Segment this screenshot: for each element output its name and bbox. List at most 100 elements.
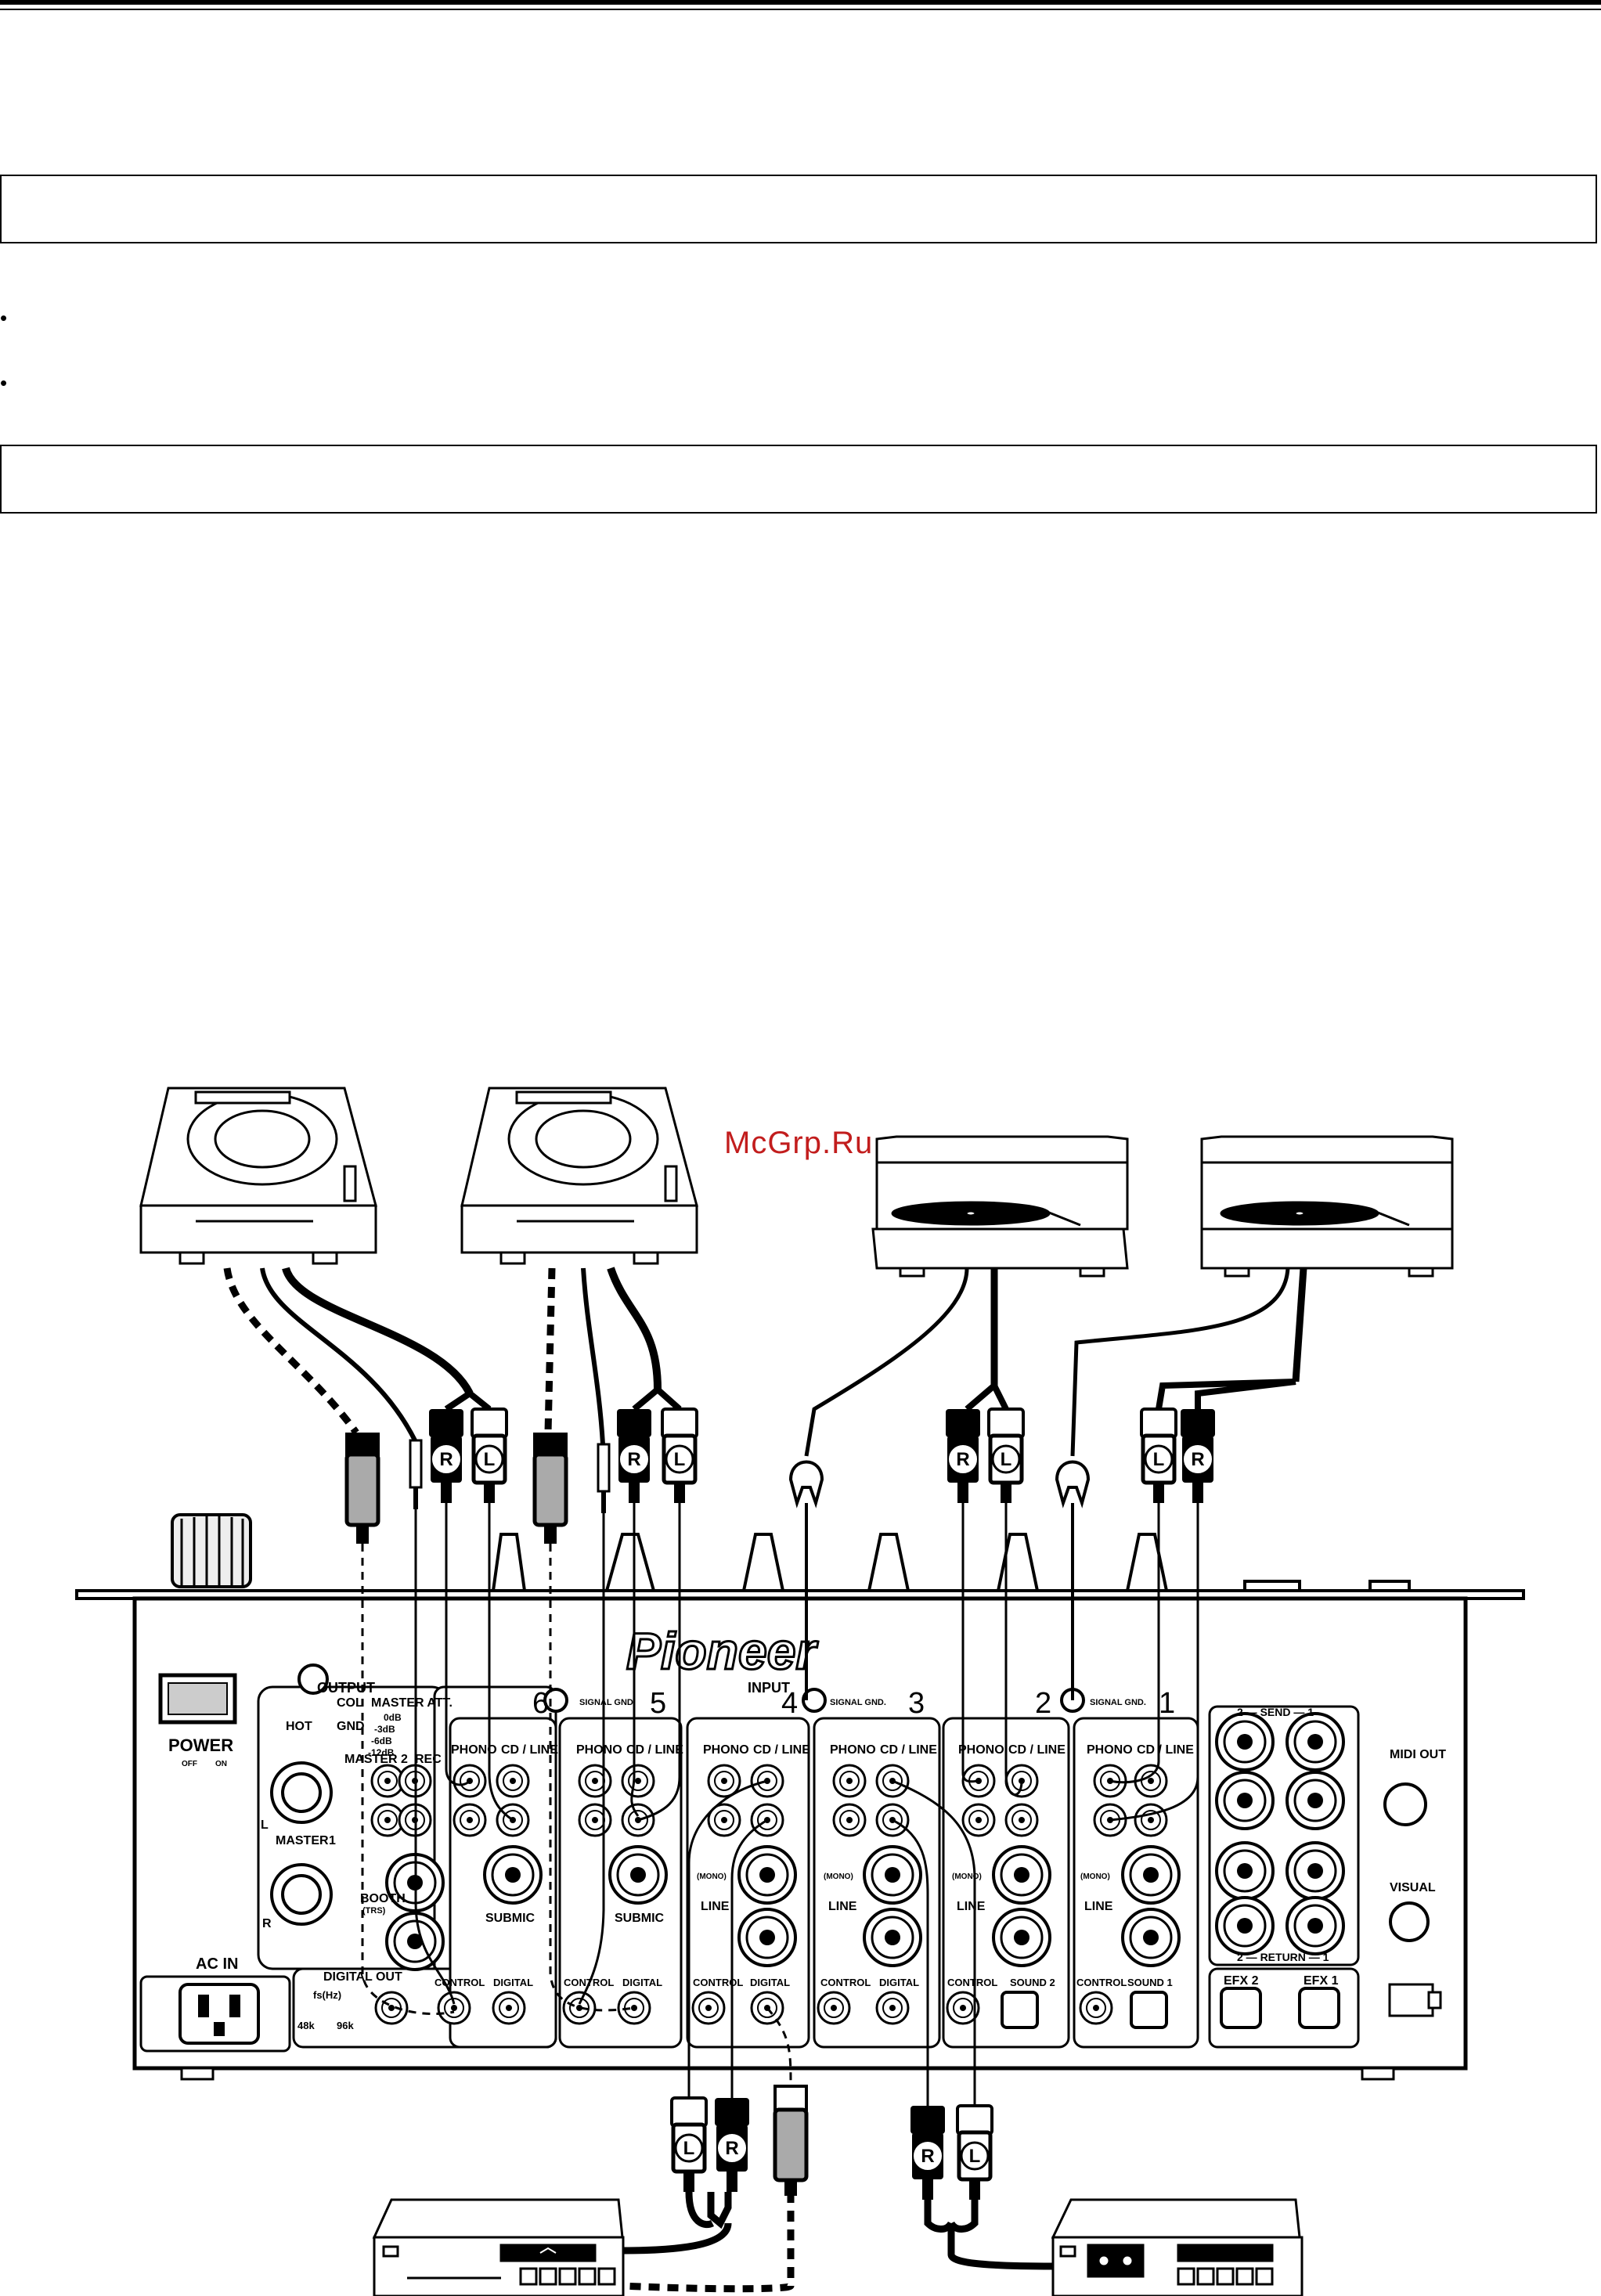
label-phono-5: PHONO (576, 1743, 622, 1757)
label-cdline-1: CD / LINE (1137, 1743, 1194, 1757)
label-power: POWER (168, 1736, 233, 1755)
label-master-att: MASTER ATT. (371, 1696, 453, 1710)
label-efx2: EFX 2 (1224, 1974, 1259, 1988)
channel-number-5: 5 (650, 1687, 666, 1720)
label-booth: BOOTH (360, 1892, 406, 1905)
label-line-2: LINE (957, 1900, 986, 1913)
bullet-1: • (0, 306, 8, 330)
plug-label-r-6: R (921, 2146, 934, 2167)
cd-player-right (460, 1087, 698, 1265)
label-hot: HOT (286, 1720, 312, 1733)
label-col: COL (337, 1696, 363, 1710)
cables-into-panel (361, 1503, 1199, 2016)
label-master1-l: L (261, 1818, 269, 1832)
label-cdline-4: CD / LINE (753, 1743, 810, 1757)
label-cdline-5: CD / LINE (626, 1743, 683, 1757)
channel-number-6: 6 (532, 1687, 549, 1720)
label-digital-6: DIGITAL (493, 1977, 533, 1988)
channel-number-3: 3 (908, 1687, 925, 1720)
channel-number-1: 1 (1159, 1687, 1175, 1720)
label-gnd: GND (337, 1720, 365, 1733)
label-line-3: LINE (828, 1900, 857, 1913)
label-mono-3: (MONO) (824, 1872, 853, 1881)
plug-label-l-1: L (484, 1449, 496, 1470)
plug-label-l-5: L (683, 2138, 695, 2159)
watermark: McGrp.Ru (724, 1126, 874, 1160)
label-digital-3: DIGITAL (879, 1977, 919, 1988)
label-phono-3: PHONO (830, 1743, 876, 1757)
plug-label-r-2: R (627, 1449, 640, 1470)
label-cdline-3: CD / LINE (880, 1743, 937, 1757)
label-line-1: LINE (1084, 1900, 1113, 1913)
cables-bottom (622, 1779, 1054, 2293)
label-att-3: -3dB (374, 1724, 395, 1735)
label-fs-96: 96k (337, 2020, 354, 2031)
plug-label-r-5: R (725, 2138, 738, 2159)
rca-plugs-bottom (672, 2085, 992, 2200)
label-master1-r: R (262, 1917, 272, 1930)
label-sound-2: SOUND 2 (1010, 1977, 1055, 1988)
channel-number-2: 2 (1035, 1687, 1051, 1720)
label-digital-5: DIGITAL (622, 1977, 662, 1988)
plug-label-r-3: R (956, 1449, 969, 1470)
heading-box-1 (0, 175, 1597, 243)
label-cdline-6: CD / LINE (501, 1743, 558, 1757)
label-visual: VISUAL (1390, 1881, 1436, 1894)
label-output: OUTPUT (317, 1680, 375, 1696)
label-power-on: ON (215, 1760, 227, 1768)
label-mono-4: (MONO) (697, 1872, 727, 1881)
plug-label-l-4: L (1153, 1449, 1165, 1470)
top-rule (0, 0, 1601, 10)
label-master1: MASTER (276, 1834, 329, 1847)
label-midi-out: MIDI OUT (1390, 1748, 1446, 1761)
label-phono-1: PHONO (1087, 1743, 1133, 1757)
label-phono-4: PHONO (703, 1743, 749, 1757)
channel-number-4: 4 (781, 1687, 798, 1720)
label-digital-4: DIGITAL (750, 1977, 790, 1988)
mixer-top-surface (75, 1513, 1525, 1600)
label-signal-gnd-4: SIGNAL GND. (830, 1698, 886, 1707)
plugs-top (344, 1433, 1091, 1544)
label-att-0: 0dB (384, 1712, 402, 1723)
label-fs-48: 48k (297, 2020, 315, 2031)
label-power-off: OFF (182, 1760, 197, 1768)
xlr-connectors (270, 1663, 1430, 2029)
label-rec: REC (415, 1753, 442, 1766)
label-control-4: CONTROL (693, 1977, 743, 1988)
label-control-3: CONTROL (820, 1977, 871, 1988)
label-master2: MASTER 2 (344, 1753, 408, 1766)
label-send: 2 — SEND — 1 (1237, 1706, 1314, 1718)
label-cdline-2: CD / LINE (1008, 1743, 1066, 1757)
plug-label-l-2: L (674, 1449, 686, 1470)
heading-box-2 (0, 445, 1597, 514)
plug-label-l-3: L (1001, 1449, 1012, 1470)
label-submic-6: SUBMIC (485, 1912, 535, 1925)
label-master1-num: 1 (329, 1834, 336, 1847)
label-control-2: CONTROL (947, 1977, 997, 1988)
label-input: INPUT (748, 1680, 790, 1696)
cd-player-left (139, 1087, 377, 1265)
plug-label-r-1: R (439, 1449, 453, 1470)
bullet-2: • (0, 371, 8, 395)
label-ac-in: AC IN (196, 1955, 238, 1973)
label-phono-6: PHONO (451, 1743, 497, 1757)
connection-diagram: R L R L R L L R (75, 1087, 1525, 2296)
label-submic-5: SUBMIC (615, 1912, 665, 1925)
label-control-1: CONTROL (1076, 1977, 1127, 1988)
ac-inlet (178, 1983, 260, 2045)
label-return: 2 — RETURN — 1 (1237, 1951, 1329, 1963)
label-phono-2: PHONO (958, 1743, 1004, 1757)
recorder-right (1051, 2198, 1304, 2296)
label-efx1: EFX 1 (1304, 1974, 1339, 1988)
label-fs: fs(Hz) (313, 1989, 341, 2001)
brand-logo: Pioneer (626, 1622, 818, 1680)
label-att-12: -12dB (368, 1747, 395, 1758)
label-att-6: -6dB (371, 1736, 392, 1746)
label-digital-out: DIGITAL OUT (323, 1970, 402, 1984)
label-signal-gnd-6: SIGNAL GND. (579, 1698, 636, 1707)
label-mono-1: (MONO) (1080, 1872, 1110, 1881)
label-trs: (TRS) (362, 1906, 386, 1916)
turntable-right (1200, 1135, 1454, 1278)
recorder-left (372, 2198, 625, 2296)
cables-top (223, 1267, 1307, 1457)
